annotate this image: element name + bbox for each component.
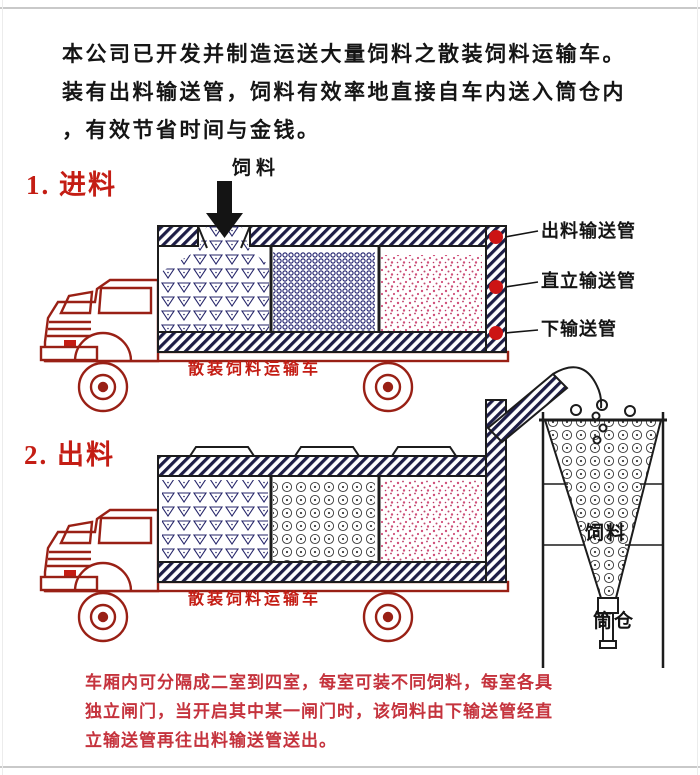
page-edge-top: [0, 7, 700, 9]
callout-label-discharge-pipe: 出料输送管: [541, 221, 636, 241]
funnel-wall-right: [240, 225, 251, 249]
trailer-loading: [157, 222, 507, 353]
callout-label-vertical-pipe: 直立输送管: [541, 271, 636, 291]
truck-1-label: 散装饲料运输车: [188, 361, 322, 378]
vertical-pipe-dot: [489, 280, 503, 294]
top-conveyor-left: [157, 225, 199, 247]
falling-feed: [598, 423, 608, 433]
intro-line-2: 装有出料输送管，饲料有效率地直接自车内送入筒仓内: [62, 80, 626, 104]
page-edge-right: [697, 0, 698, 775]
page-edge-left: [2, 0, 3, 775]
footer-line-2: 独立闸门，当开启其中某一闸门时，该饲料由下输送管经直: [85, 702, 553, 721]
feed-pile-fill: [161, 222, 269, 331]
feed-down-arrow-icon: [206, 181, 243, 238]
filler-cap: [293, 446, 361, 457]
callout-leaders: [489, 230, 539, 340]
section-unloading-title: 2. 出料: [24, 440, 115, 470]
silo: [539, 399, 667, 668]
right-compartment-fill: [381, 480, 482, 562]
falling-feed: [592, 435, 602, 445]
section-loading-title: 1. 进料: [26, 170, 117, 200]
footer-line-1: 车厢内可分隔成二室到四室，每室可装不同饲料，每室各具: [85, 673, 553, 692]
vertical-conveyor-pipe: [485, 399, 507, 583]
lower-conveyor-pipe: [157, 561, 487, 583]
filler-cap: [188, 446, 256, 457]
top-conveyor: [157, 455, 487, 477]
angled-discharge-pipe: [486, 372, 569, 444]
intro-line-1: 本公司已开发并制造运送大量饲料之散装饲料运输车。: [62, 42, 626, 66]
page-edge-bottom: [0, 766, 700, 768]
lower-conveyor-pipe: [157, 331, 487, 353]
discharge-pipe-dot: [489, 230, 503, 244]
falling-feed: [591, 411, 601, 421]
top-conveyor-right: [249, 225, 487, 247]
right-compartment-fill: [381, 255, 482, 331]
feed-arrow-label: 饲料: [232, 158, 281, 179]
silo-outlet-cap: [599, 640, 617, 649]
funnel-wall-left: [197, 225, 208, 249]
silo-cone: [543, 419, 663, 599]
intro-line-3: ，有效节省时间与金钱。: [62, 118, 321, 142]
footer-line-3: 立输送管再往出料输送管送出。: [85, 731, 337, 750]
truck-2-label: 散装饲料运输车: [188, 591, 322, 608]
middle-compartment-fill: [273, 480, 375, 562]
middle-compartment-fill: [273, 252, 375, 331]
silo-name-label: 筒仓: [593, 611, 636, 632]
left-compartment-fill: [162, 480, 268, 562]
silo-feed-label: 饲料: [585, 523, 628, 544]
callout-label-lower-pipe: 下输送管: [541, 319, 617, 339]
discharge-spout: [552, 366, 603, 409]
trailer-unloading: [157, 366, 608, 583]
lower-pipe-dot: [489, 326, 503, 340]
filler-cap: [390, 446, 458, 457]
